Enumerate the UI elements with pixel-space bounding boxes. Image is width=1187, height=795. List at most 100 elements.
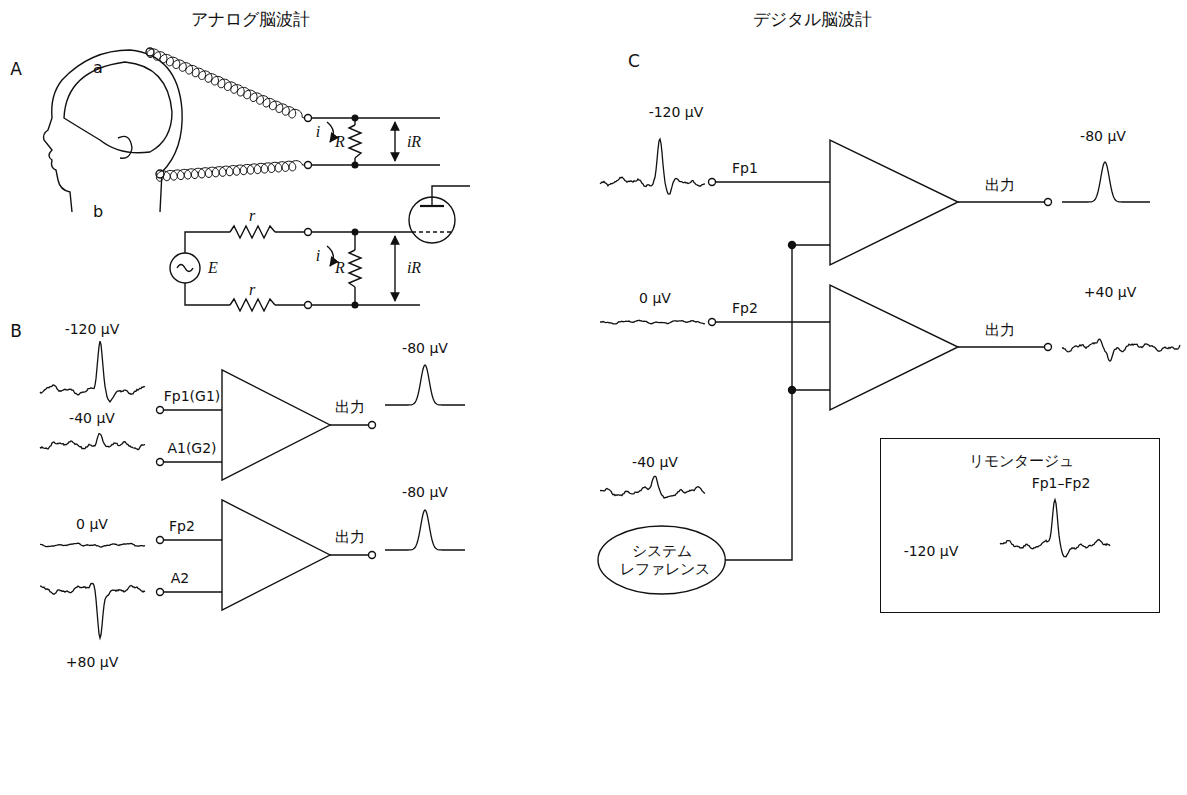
ac-source bbox=[170, 253, 200, 283]
voltage-value: +80 μV bbox=[66, 654, 118, 670]
wire bbox=[432, 186, 470, 206]
voltage-value: +40 μV bbox=[1084, 284, 1136, 300]
terminal bbox=[1045, 199, 1052, 206]
reference-ellipse: システム レファレンス bbox=[597, 525, 726, 595]
eeg-trace bbox=[1062, 339, 1180, 361]
eeg-trace bbox=[40, 583, 145, 638]
electrode-name: A1(G2) bbox=[167, 440, 216, 456]
terminal bbox=[157, 589, 164, 596]
voltage-value: -80 μV bbox=[402, 484, 448, 500]
derivation-name: -120 μV bbox=[904, 543, 959, 560]
terminal bbox=[305, 229, 312, 236]
coiled-lead bbox=[156, 161, 304, 182]
voltage-value: Fp1–Fp2 bbox=[1032, 475, 1091, 492]
eeg-trace bbox=[1000, 500, 1110, 557]
voltage-value: -40 μV bbox=[632, 454, 678, 470]
resistor-label: R bbox=[335, 133, 345, 151]
voltage-label: iR bbox=[407, 259, 421, 277]
eeg-waveforms bbox=[40, 139, 1180, 638]
eeg-trace bbox=[385, 510, 465, 550]
electrode-name: Fp1 bbox=[732, 160, 758, 176]
tube-grid bbox=[412, 231, 452, 232]
remontage-box: リモンタージュ Fp1–Fp2 -120 μV bbox=[880, 438, 1160, 613]
amplifier bbox=[222, 500, 330, 610]
terminal bbox=[305, 115, 312, 122]
voltage-value: -80 μV bbox=[1080, 128, 1126, 144]
junction-dot bbox=[352, 162, 358, 168]
resistor-label: r bbox=[249, 207, 255, 225]
junction-dot bbox=[352, 229, 358, 235]
panel-letter: b bbox=[93, 203, 103, 221]
panel-letter: A bbox=[10, 60, 22, 80]
eeg-trace bbox=[40, 434, 145, 450]
head-outline bbox=[44, 50, 183, 212]
amplifier bbox=[830, 140, 958, 265]
terminal bbox=[1045, 344, 1052, 351]
amplifier bbox=[222, 370, 330, 480]
voltage-label: iR bbox=[407, 133, 421, 151]
eeg-trace bbox=[1062, 162, 1150, 202]
terminal bbox=[157, 537, 164, 544]
junction-dot bbox=[352, 302, 358, 308]
coiled-lead bbox=[147, 49, 304, 118]
ac-symbol bbox=[177, 265, 193, 272]
eeg-trace bbox=[40, 543, 145, 547]
resistor-symbol bbox=[230, 226, 275, 238]
electrode-name: A2 bbox=[171, 570, 189, 586]
eeg-trace bbox=[385, 365, 465, 405]
voltage-value: 0 μV bbox=[639, 290, 671, 306]
lead-wires bbox=[147, 49, 304, 181]
output-label: 出力 bbox=[335, 529, 365, 546]
terminal bbox=[305, 302, 312, 309]
current-label: i bbox=[316, 247, 320, 265]
ear bbox=[118, 136, 132, 158]
terminal bbox=[369, 422, 376, 429]
eeg-trace bbox=[600, 476, 705, 498]
electrode-name: Fp2 bbox=[732, 300, 758, 316]
current-arrow bbox=[327, 246, 333, 266]
junction-dot bbox=[789, 242, 796, 249]
voltage-value: -80 μV bbox=[402, 340, 448, 356]
output-label: 出力 bbox=[985, 322, 1015, 339]
electrode-name: Fp1(G1) bbox=[164, 388, 221, 404]
voltage-value: -120 μV bbox=[649, 104, 704, 120]
section-title: デジタル脳波計 bbox=[753, 10, 872, 30]
ellipse-shape bbox=[598, 526, 725, 594]
terminal bbox=[305, 162, 312, 169]
resistor-label: R bbox=[335, 259, 345, 277]
source-label: E bbox=[208, 259, 218, 277]
resistor-label: r bbox=[249, 281, 255, 299]
voltage-value: 0 μV bbox=[76, 516, 108, 532]
brain-outline bbox=[64, 62, 172, 153]
voltage-value: -40 μV bbox=[69, 410, 115, 426]
wire bbox=[164, 410, 368, 592]
current-label: i bbox=[316, 123, 320, 141]
wire bbox=[312, 118, 440, 165]
terminal bbox=[157, 407, 164, 414]
junction-dot bbox=[789, 387, 796, 394]
panel-letter: B bbox=[10, 322, 22, 342]
terminal bbox=[709, 319, 716, 326]
eeg-trace bbox=[600, 320, 705, 324]
voltage-value: -120 μV bbox=[65, 321, 120, 337]
amplifier bbox=[830, 285, 958, 410]
output-label: 出力 bbox=[335, 399, 365, 416]
node-label: システム レファレンス bbox=[620, 542, 704, 578]
resistor-symbol bbox=[349, 250, 361, 287]
eeg-trace bbox=[40, 341, 145, 402]
terminal bbox=[157, 459, 164, 466]
voltage-arrow bbox=[394, 236, 395, 301]
section-title: アナログ脳波計 bbox=[191, 10, 310, 30]
current-arrow bbox=[327, 122, 333, 142]
resistor-symbol bbox=[230, 299, 275, 311]
output-label: 出力 bbox=[985, 177, 1015, 194]
wire bbox=[185, 232, 420, 305]
electrode-name: Fp2 bbox=[169, 518, 195, 534]
terminal bbox=[369, 552, 376, 559]
resistor-symbol bbox=[349, 125, 361, 158]
eeg-trace bbox=[600, 139, 705, 194]
panel-letter: C bbox=[628, 52, 640, 72]
panel-letter: a bbox=[93, 59, 103, 77]
box-heading: リモンタージュ bbox=[969, 452, 1074, 470]
